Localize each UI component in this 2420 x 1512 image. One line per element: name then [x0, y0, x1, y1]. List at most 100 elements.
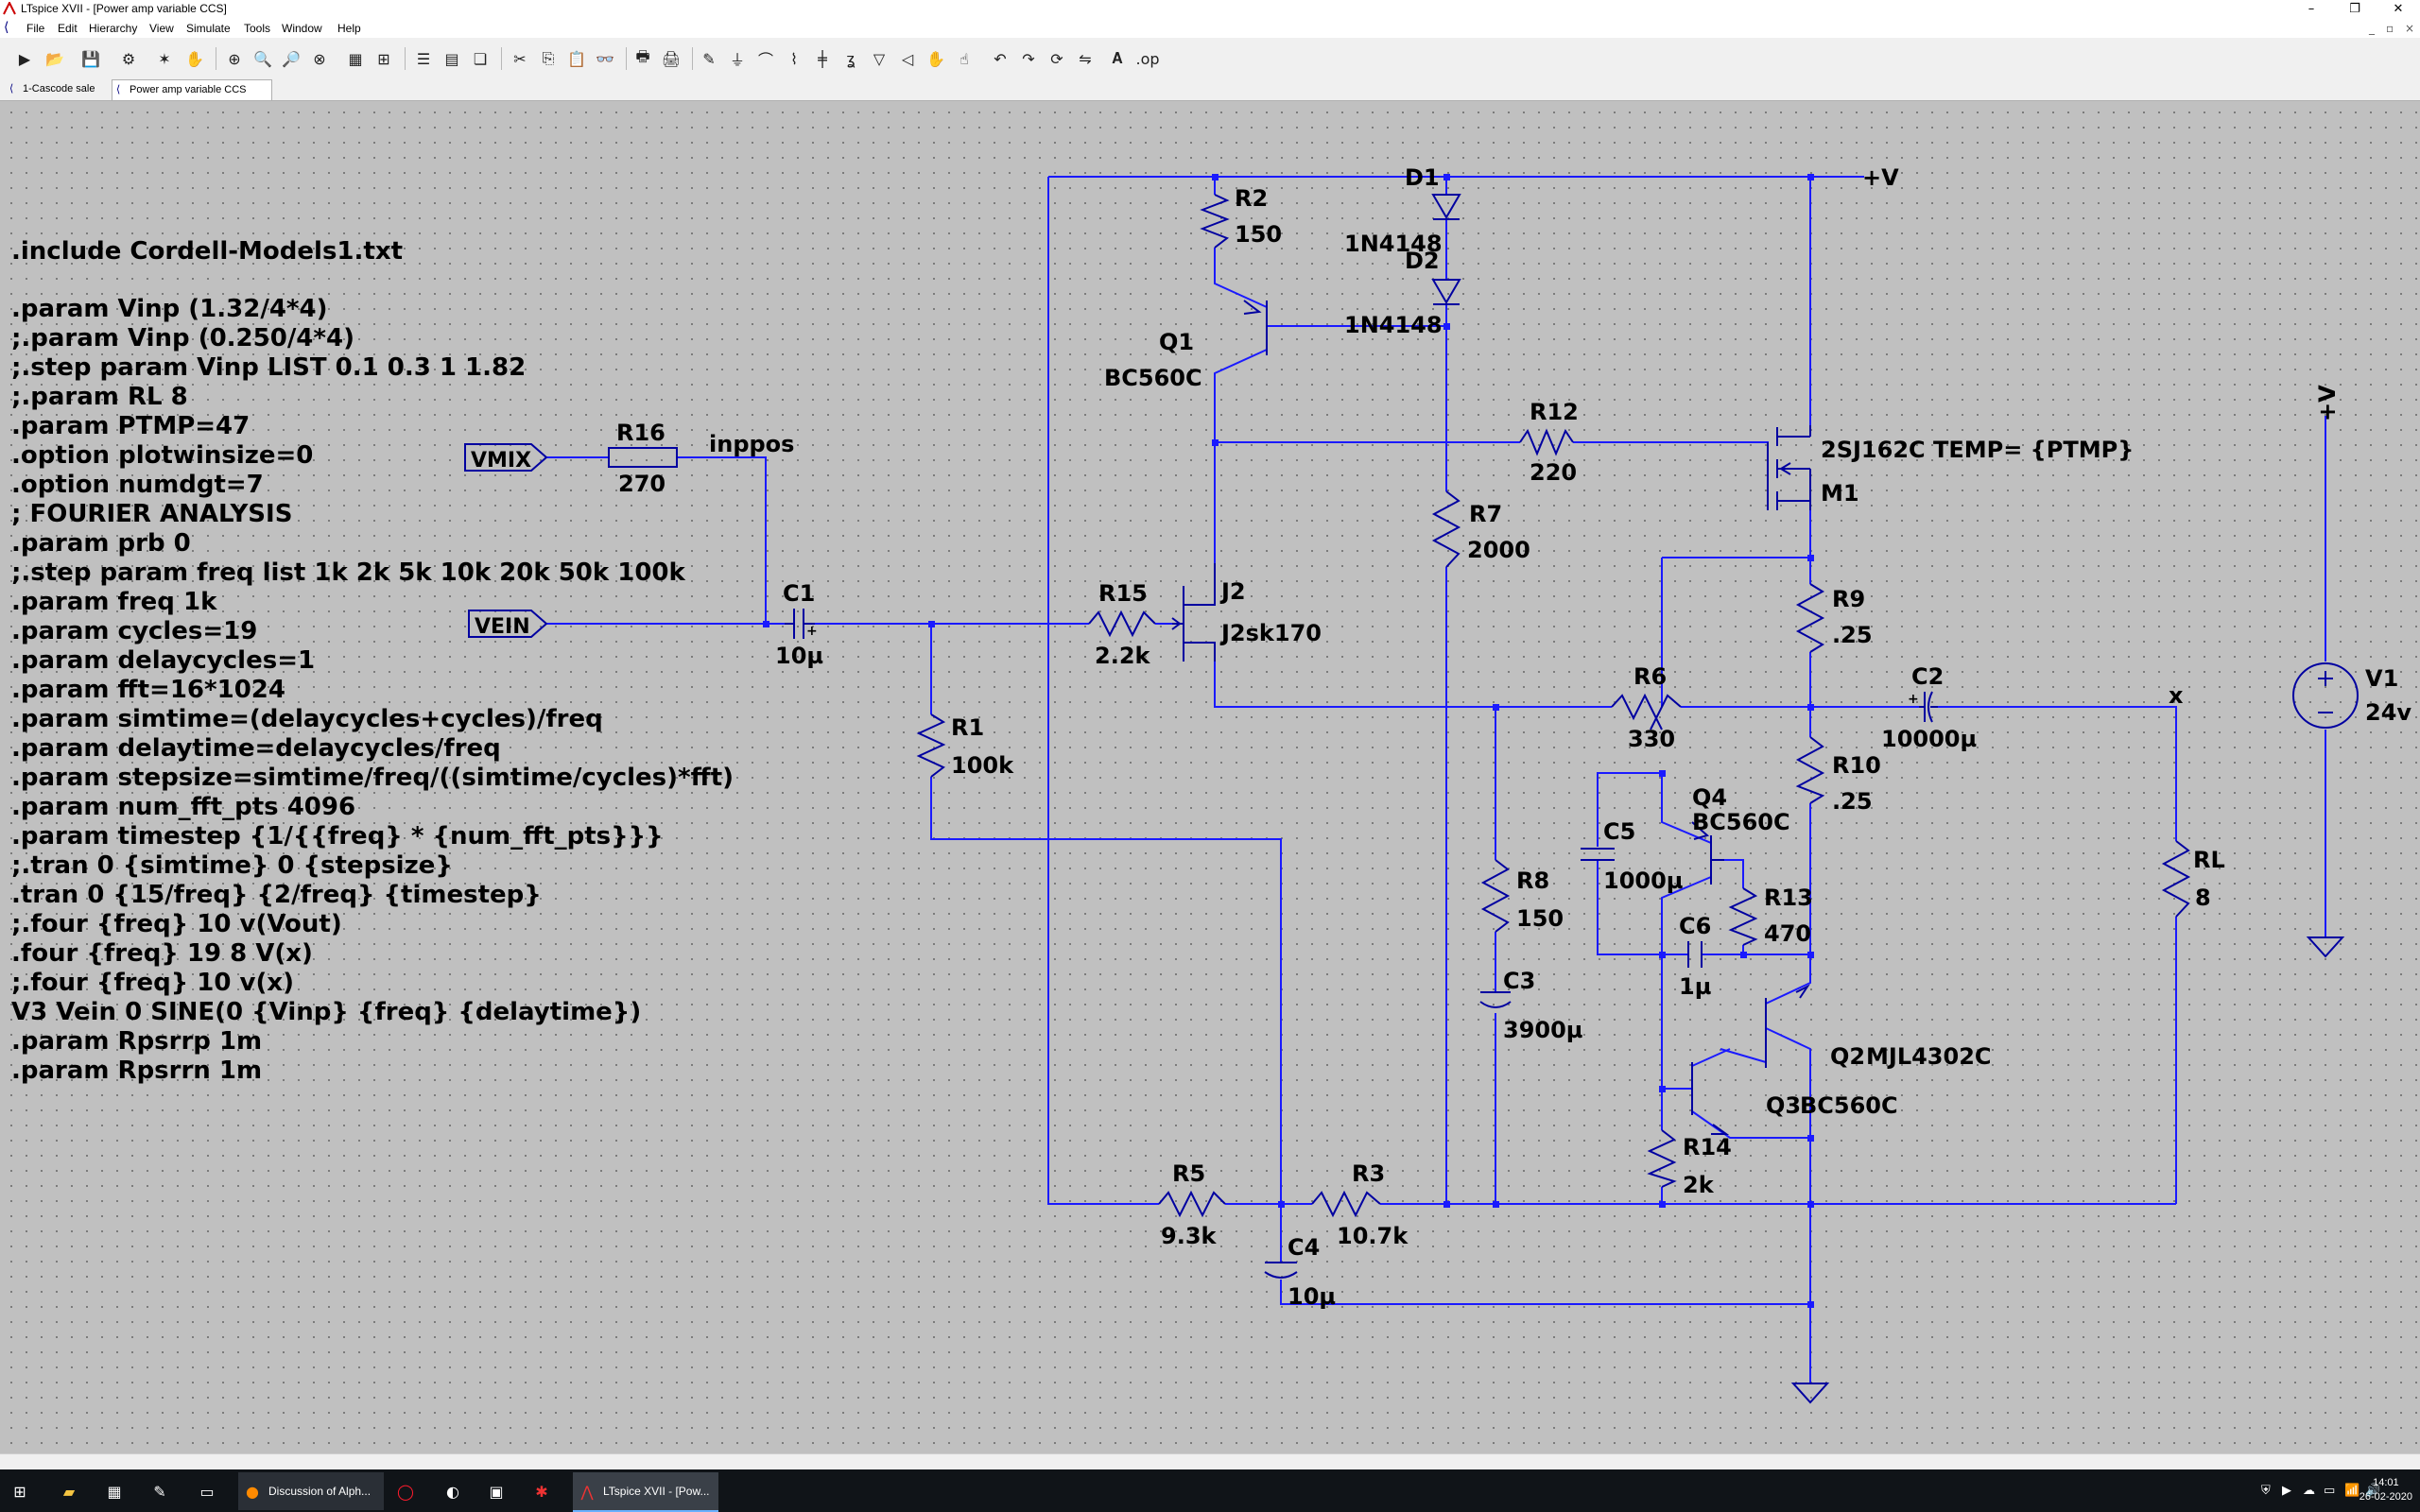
diode-icon[interactable]: ▽	[873, 49, 886, 68]
rotate-icon[interactable]: ⟳	[1050, 49, 1063, 68]
ground-icon[interactable]	[1790, 1383, 1830, 1404]
wire[interactable]	[1214, 662, 1810, 708]
resistor-r10[interactable]: R10 .25	[1795, 736, 1881, 815]
taskbar-notepad[interactable]: ✎	[149, 1472, 170, 1510]
directive-line[interactable]: ;.step param Vinp LIST 0.1 0.3 1 1.82	[11, 353, 526, 382]
undo-icon[interactable]: ↶	[994, 49, 1007, 68]
directive-line[interactable]: .param cycles=19	[11, 617, 257, 645]
directive-line[interactable]: .param simtime=(delaycycles+cycles)/freq	[11, 705, 603, 733]
directive-line[interactable]: V3 Vein 0 SINE(0 {Vinp} {freq} {delaytim…	[11, 998, 641, 1026]
directive-line[interactable]: .param prb 0	[11, 529, 191, 558]
clock[interactable]: 14:01 26-02-2020	[2360, 1476, 2412, 1504]
potentiometer-r6[interactable]: R6 330	[1611, 663, 1682, 752]
pan-icon[interactable]: ✋	[185, 49, 204, 68]
net-label-vplus[interactable]: +V	[1862, 164, 1899, 191]
directive-line[interactable]: ;.param RL 8	[11, 383, 188, 411]
resistor-r5[interactable]: R5 9.3k	[1158, 1160, 1226, 1249]
minimize-button[interactable]: –	[2308, 2, 2315, 16]
resistor-r9[interactable]: R9 .25	[1795, 583, 1873, 653]
restore-button[interactable]: ❐	[2349, 2, 2360, 16]
battery-icon[interactable]: ▭	[2324, 1484, 2336, 1498]
wire[interactable]	[1661, 773, 1712, 844]
wire[interactable]	[1661, 557, 1810, 707]
horizontal-scrollbar[interactable]	[0, 1453, 2420, 1469]
resistor-rl[interactable]: RL 8	[2161, 840, 2225, 918]
menu-simulate[interactable]: Simulate	[186, 22, 231, 35]
net-label-vplus-v1[interactable]: +V	[2314, 385, 2341, 421]
voltage-source-v1[interactable]: V1 24v	[2292, 662, 2411, 729]
save-icon[interactable]: 💾	[81, 49, 100, 68]
find-icon[interactable]: 👓	[596, 49, 614, 68]
directive-line[interactable]: .param stepsize=simtime/freq/((simtime/c…	[11, 764, 734, 792]
wire[interactable]	[1214, 349, 1769, 472]
security-icon[interactable]: ⛨	[2261, 1484, 2271, 1498]
taskbar-app[interactable]: ◐	[442, 1472, 463, 1510]
resistor-r14[interactable]: R14 2k	[1647, 1129, 1732, 1198]
autorange-icon[interactable]: ▦	[348, 49, 363, 68]
resistor-r2[interactable]: R2 150	[1200, 185, 1282, 249]
capacitor-c2[interactable]: + C2 10000µ	[1881, 663, 1977, 752]
wire[interactable]	[930, 624, 1282, 1204]
print-setup-icon[interactable]: 🖨	[661, 49, 682, 68]
text-icon[interactable]: 𝐀	[1112, 49, 1123, 67]
spice-directives[interactable]: .include Cordell-Models1.txt .param Vinp…	[11, 237, 734, 1085]
menu-tools[interactable]: Tools	[244, 22, 271, 35]
ground-icon[interactable]: ⏚	[729, 51, 745, 69]
directive-line[interactable]: ;.param Vinp (0.250/4*4)	[11, 324, 354, 352]
jfet-j2[interactable]: J2 J2sk170	[1171, 563, 1322, 662]
menu-edit[interactable]: Edit	[58, 22, 78, 35]
run-icon[interactable]: ▶	[18, 49, 31, 68]
resistor-r3[interactable]: R3 10.7k	[1311, 1160, 1409, 1249]
menu-view[interactable]: View	[149, 22, 174, 35]
menu-window[interactable]: Window	[282, 22, 322, 35]
directive-line[interactable]: .param PTMP=47	[11, 412, 250, 440]
net-label-x[interactable]: x	[2169, 682, 2184, 709]
close-button[interactable]: ✕	[2393, 2, 2404, 16]
move-icon[interactable]: ✋	[926, 49, 945, 68]
resistor-r7[interactable]: R7 2000	[1431, 490, 1530, 568]
port-vein[interactable]: VEIN	[468, 610, 548, 639]
taskbar-explorer[interactable]: ▰	[59, 1472, 79, 1510]
inductor-icon[interactable]: ʓ	[846, 49, 856, 68]
mirror-icon[interactable]: ⇋	[1079, 49, 1092, 68]
tab-power-amp[interactable]: ⟨ Power amp variable CCS	[112, 79, 272, 100]
capacitor-c5[interactable]: C5 1000µ	[1581, 818, 1683, 894]
tile-horizontal-icon[interactable]: ☰	[416, 49, 431, 68]
directive-line[interactable]: .param Vinp (1.32/4*4)	[11, 295, 327, 323]
capacitor-c4[interactable]: C4 10µ	[1264, 1234, 1336, 1310]
redo-icon[interactable]: ↷	[1022, 49, 1035, 68]
directive-line[interactable]: ;.four {freq} 10 v(x)	[11, 969, 294, 997]
directive-line[interactable]: .four {freq} 19 8 V(x)	[11, 939, 313, 968]
resistor-r12[interactable]: R12 220	[1519, 399, 1579, 486]
directive-line[interactable]: ;.step param freq list 1k 2k 5k 10k 20k …	[11, 558, 686, 587]
network-icon[interactable]: 📶	[2344, 1484, 2360, 1498]
wire[interactable]	[1810, 706, 2177, 1204]
port-vmix[interactable]: VMIX	[464, 443, 548, 472]
halt-icon[interactable]: ✶	[158, 49, 171, 68]
diode-d2[interactable]: D2 1N4148	[1344, 248, 1461, 338]
directive-line[interactable]: ;.tran 0 {simtime} 0 {stepsize}	[11, 851, 453, 880]
mdi-restore-icon[interactable]: ▫	[2386, 22, 2394, 35]
resistor-r8[interactable]: R8 150	[1480, 859, 1564, 933]
wire[interactable]	[546, 456, 767, 624]
directive-line[interactable]: ; FOURIER ANALYSIS	[11, 500, 292, 528]
mdi-minimize-icon[interactable]: _	[2369, 22, 2375, 35]
draw-wire-icon[interactable]: ✎	[702, 49, 716, 68]
directive-line[interactable]: .param delaytime=delaycycles/freq	[11, 734, 501, 763]
cut-icon[interactable]: ✂	[513, 49, 527, 68]
menu-file[interactable]: File	[26, 22, 45, 35]
tile-vertical-icon[interactable]: ▤	[444, 49, 459, 68]
directive-line[interactable]: .option numdgt=7	[11, 471, 264, 499]
mosfet-m1[interactable]: 2SJ162C TEMP= {PTMP} M1	[1767, 425, 2134, 510]
mdi-close-icon[interactable]: ×	[2405, 22, 2415, 35]
directive-line[interactable]: .param fft=16*1024	[11, 676, 285, 704]
resistor-r16[interactable]: R16 270	[608, 420, 678, 497]
directive-line[interactable]: .option plotwinsize=0	[11, 441, 313, 470]
wire[interactable]	[1597, 772, 1662, 955]
schematic-canvas[interactable]	[0, 101, 2420, 1453]
capacitor-icon[interactable]: ╪	[818, 49, 827, 68]
resistor-icon[interactable]: ⌇	[790, 49, 798, 68]
wire[interactable]	[1280, 1204, 1810, 1305]
wire[interactable]	[1662, 1048, 1810, 1139]
